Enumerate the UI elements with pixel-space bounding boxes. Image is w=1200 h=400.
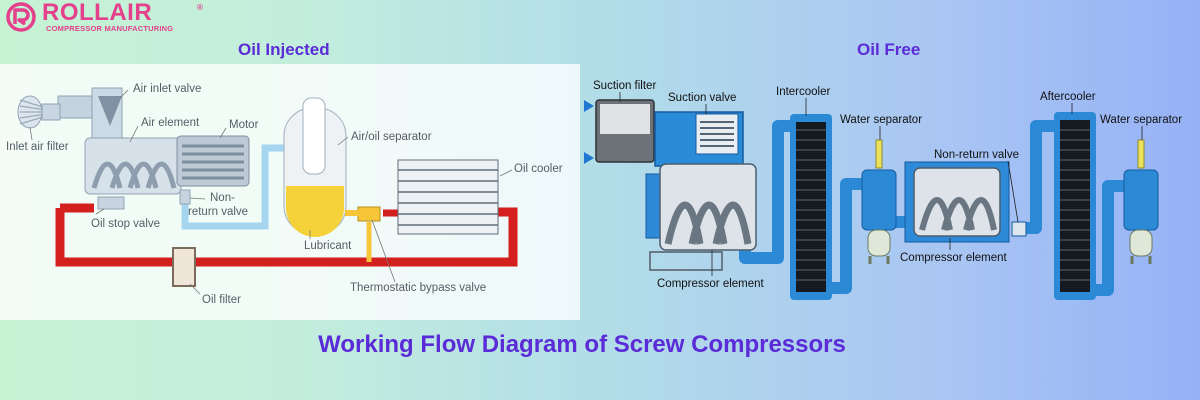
air-oil-separator-icon: [283, 97, 347, 237]
oil-filter-icon: [172, 247, 196, 287]
label-water-separator-2: Water separator: [1100, 114, 1182, 126]
air-inlet-valve-icon: [98, 96, 122, 126]
oil-free-diagram: Suction filter Suction valve Intercooler…: [584, 80, 1182, 300]
oil-return-line: [55, 207, 518, 267]
label-inlet-air-filter: Inlet air filter: [6, 141, 69, 153]
brand-name: ROLLAIR: [42, 0, 153, 26]
inlet-air-filter-icon: [17, 95, 61, 129]
label-air-inlet-valve: Air inlet valve: [133, 83, 201, 95]
label-air-oil-separator: Air/oil separator: [351, 131, 432, 143]
main-title: Working Flow Diagram of Screw Compressor…: [318, 331, 846, 358]
oil-injected-title: Oil Injected: [238, 40, 330, 59]
compressed-air-line: [181, 144, 292, 230]
water-separator-2-icon: [1123, 139, 1159, 264]
non-return-valve-icon: [1011, 221, 1027, 237]
label-thermostatic-bypass-valve: Thermostatic bypass valve: [350, 282, 486, 294]
compressor-element-1-icon: [645, 163, 757, 271]
oil-injected-diagram: Air inlet valve Air element Motor Inlet …: [0, 64, 580, 320]
oil-injected-labels: Air inlet valve Air element Motor Inlet …: [6, 83, 563, 306]
oil-free-title: Oil Free: [857, 40, 921, 59]
inlet-arrow-icon: [584, 152, 594, 164]
air-element-rotor-icon: [84, 137, 182, 195]
label-motor: Motor: [229, 119, 259, 131]
label-water-separator-1: Water separator: [840, 114, 922, 126]
label-lubricant: Lubricant: [304, 240, 352, 252]
brand-registered-mark: ®: [197, 3, 203, 12]
label-oil-filter: Oil filter: [202, 294, 241, 306]
label-compressor-element-1: Compressor element: [657, 278, 765, 290]
aftercooler-icon: [1054, 112, 1096, 300]
brand-subtitle: COMPRESSOR MANUFACTURING: [46, 24, 174, 33]
label-suction-valve: Suction valve: [668, 92, 736, 104]
oil-stop-valve-icon: [97, 196, 125, 210]
rollair-logo-icon: [6, 2, 36, 32]
compressor-element-2-icon: [904, 161, 1010, 243]
inlet-arrow-icon: [584, 100, 594, 112]
water-separator-1-icon: [861, 139, 897, 264]
brand-logo: ROLLAIR ® COMPRESSOR MANUFACTURING: [6, 0, 206, 34]
label-compressor-element-2: Compressor element: [900, 252, 1008, 264]
label-oil-stop-valve: Oil stop valve: [91, 218, 160, 230]
label-non: Non-: [210, 192, 235, 204]
motor-icon: [176, 135, 250, 187]
label-return-valve: return valve: [188, 206, 248, 218]
non-return-valve-icon: [179, 189, 191, 205]
label-aftercooler: Aftercooler: [1040, 91, 1096, 103]
label-suction-filter: Suction filter: [593, 80, 656, 92]
oil-cooler-icon: [397, 159, 499, 235]
label-air-element: Air element: [141, 117, 200, 129]
suction-valve-icon: [654, 111, 744, 167]
label-non-return-valve: Non-return valve: [934, 149, 1019, 161]
suction-filter-icon: [595, 99, 655, 163]
intercooler-icon: [790, 114, 832, 300]
oil-free-labels: Suction filter Suction valve Intercooler…: [593, 80, 1182, 290]
label-intercooler: Intercooler: [776, 86, 831, 98]
label-oil-cooler: Oil cooler: [514, 163, 563, 175]
